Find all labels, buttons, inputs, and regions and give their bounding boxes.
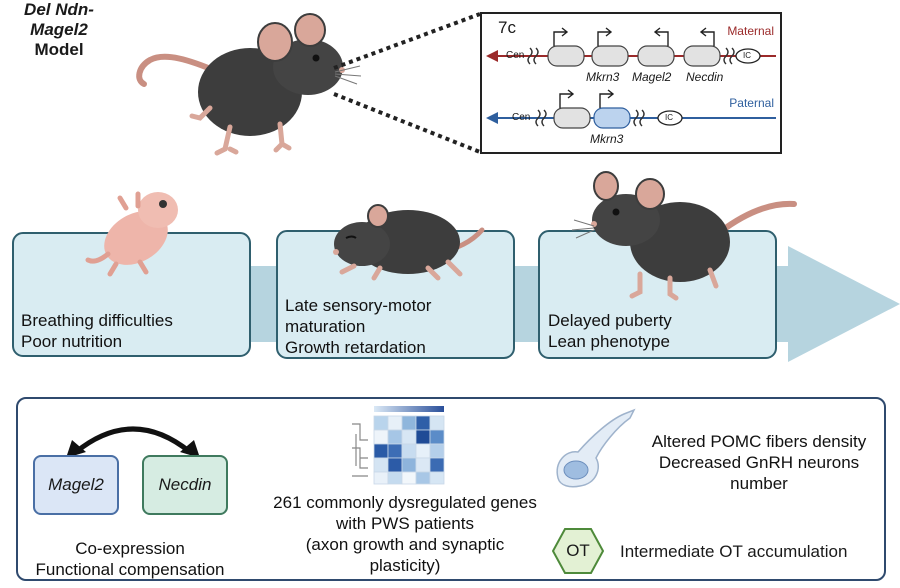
- neuron-text-line2: Decreased GnRH neurons: [658, 453, 860, 472]
- paternal-cen-arrow: [486, 112, 498, 124]
- ot-text: Intermediate OT accumulation: [620, 542, 848, 561]
- maternal-gene-shape-4: [683, 45, 721, 67]
- paternal-gene-mkrn3: Mkrn3: [590, 132, 624, 146]
- stage-3-text: Delayed puberty Lean phenotype: [548, 310, 672, 352]
- stage-1-line2: Poor nutrition: [21, 332, 123, 351]
- maternal-gene-shape-2: [591, 45, 629, 67]
- genes-text-line4: plasticity): [369, 556, 441, 575]
- maternal-ic-label: IC: [743, 51, 751, 60]
- adult-mouse-right-illustration: [571, 171, 797, 301]
- ot-badge-label: OT: [566, 541, 590, 560]
- model-title-line1: Del Ndn-Magel2: [24, 0, 94, 39]
- genes-text-line2: with PWS patients: [336, 514, 474, 533]
- stage-3-line2: Lean phenotype: [548, 332, 670, 351]
- crouching-mouse-illustration: [333, 204, 485, 281]
- maternal-gene-shape-3: [637, 45, 675, 67]
- chromosome-diagram: [486, 27, 776, 129]
- paternal-promoter-2: [599, 89, 615, 108]
- maternal-gene-necdin: Necdin: [686, 70, 724, 84]
- maternal-gene-magel2: Magel2: [632, 70, 672, 84]
- stage-1-text: Breathing difficulties Poor nutrition: [21, 310, 173, 352]
- model-title-line2: Model: [34, 40, 84, 59]
- neuron-text-line1: Altered POMC fibers density: [651, 432, 867, 451]
- gene-pair-caption: Co-expression Functional compensation: [30, 538, 230, 580]
- paternal-gene-shape-1: [553, 107, 591, 129]
- paternal-promoter-1: [559, 89, 575, 108]
- maternal-break-2: [723, 47, 735, 65]
- stage-2-text: Late sensory-motor maturation Growth ret…: [285, 295, 431, 358]
- model-title: Del Ndn-Magel2 Model: [4, 0, 114, 60]
- paternal-ic-element: [657, 110, 683, 126]
- paternal-break-1: [535, 109, 547, 127]
- maternal-label: Maternal: [727, 24, 774, 38]
- stage-1-line1: Breathing difficulties: [21, 311, 173, 330]
- genetics-panel: 7c Maternal Paternal Cen Cen IC IC Mkrn3…: [480, 12, 782, 154]
- neuron-text: Altered POMC fibers density Decreased Gn…: [620, 431, 898, 494]
- newborn-pup-illustration: [85, 191, 178, 277]
- magel2-box: Magel2: [33, 455, 119, 515]
- necdin-box: Necdin: [142, 455, 228, 515]
- gene-pair-caption-line1: Co-expression: [75, 539, 185, 558]
- maternal-ic-element: [735, 48, 761, 64]
- stage-2-line1: Late sensory-motor: [285, 296, 432, 315]
- paternal-gene-shape-2: [593, 107, 631, 129]
- paternal-label: Paternal: [729, 96, 774, 110]
- paternal-cen-label: Cen: [512, 112, 531, 123]
- stage-2-line3: Growth retardation: [285, 338, 426, 357]
- neuron-icon: [556, 408, 636, 488]
- maternal-cen-arrow: [486, 50, 498, 62]
- maternal-promoter-2: [597, 27, 613, 46]
- stage-2-line2: maturation: [285, 317, 366, 336]
- maternal-promoter-4: [699, 27, 715, 46]
- genes-text-line1: 261 commonly dysregulated genes: [273, 493, 537, 512]
- maternal-gene-shape-1: [547, 45, 585, 67]
- maternal-gene-mkrn3: Mkrn3: [586, 70, 620, 84]
- gene-pair-caption-line2: Functional compensation: [35, 560, 225, 579]
- paternal-ic-label: IC: [665, 113, 673, 122]
- maternal-cen-label: Cen: [506, 50, 525, 61]
- genes-text: 261 commonly dysregulated genes with PWS…: [245, 492, 565, 576]
- neuron-text-line3: number: [730, 474, 788, 493]
- genes-text-line3: (axon growth and synaptic: [305, 535, 505, 554]
- stage-3-line1: Delayed puberty: [548, 311, 672, 330]
- bidirectional-arrow: [66, 426, 200, 458]
- maternal-promoter-1: [553, 27, 569, 46]
- adult-mouse-illustration: [136, 13, 362, 156]
- ot-hexagon-icon: [552, 528, 604, 574]
- maternal-promoter-3: [653, 27, 669, 46]
- heatmap-icon: [352, 406, 445, 485]
- maternal-break-1: [527, 47, 539, 65]
- connector-lines: [333, 12, 481, 154]
- paternal-break-2: [633, 109, 645, 127]
- panel-label: 7c: [498, 18, 516, 37]
